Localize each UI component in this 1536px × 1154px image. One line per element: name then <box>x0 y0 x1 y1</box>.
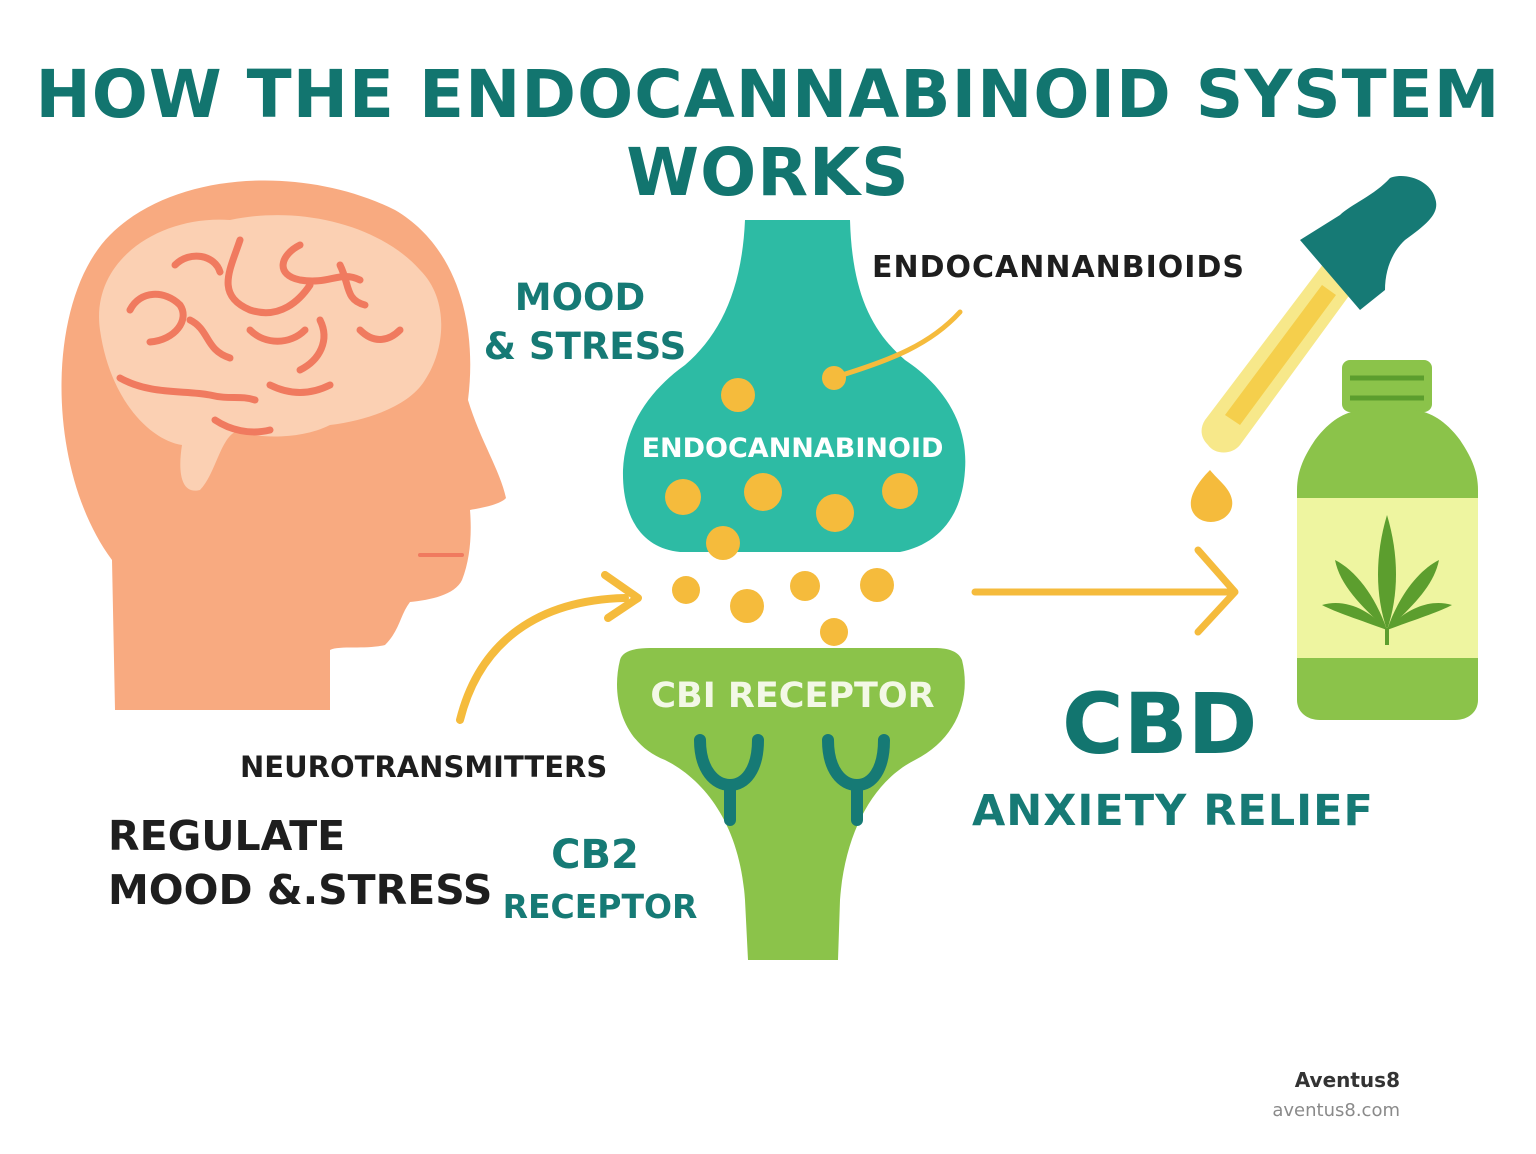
arrow-icon <box>456 571 642 724</box>
arrow-icon <box>971 546 1239 636</box>
receptor-icon <box>617 648 965 960</box>
anxiety-relief-label: ANXIETY RELIEF <box>972 786 1374 836</box>
cb2-label: CB2 <box>551 832 639 878</box>
cbd-bottle-icon <box>1297 360 1478 720</box>
brand-name: Aventus8 <box>1294 1068 1400 1092</box>
endocannabinoid-label: ENDOCANNABINOID <box>641 433 944 464</box>
endocannabinoid-molecules <box>665 366 918 646</box>
endocannanbioids-label: ENDOCANNANBIOIDS <box>872 250 1245 285</box>
stress-label: & STRESS <box>483 325 687 368</box>
head-brain-icon <box>61 180 506 711</box>
page-title: HOW THE ENDOCANNABINOID SYSTEM <box>35 56 1501 133</box>
cbd-label: CBD <box>1062 675 1258 773</box>
cannabis-leaf-icon <box>1322 515 1452 645</box>
page-title-line2: WORKS <box>626 134 910 211</box>
neurotransmitters-label: NEUROTRANSMITTERS <box>240 750 608 784</box>
pointer-line <box>839 309 963 378</box>
brand-url: aventus8.com <box>1272 1100 1400 1121</box>
cb1-receptor-label: CBI RECEPTOR <box>650 676 935 716</box>
dropper-icon <box>1190 176 1437 522</box>
regulate-mood-stress-label: MOOD &.STRESS <box>108 866 493 914</box>
mood-label: MOOD <box>514 276 646 319</box>
synapse-icon <box>622 220 966 552</box>
regulate-label: REGULATE <box>108 812 346 860</box>
cb2-receptor-label: RECEPTOR <box>502 887 698 926</box>
